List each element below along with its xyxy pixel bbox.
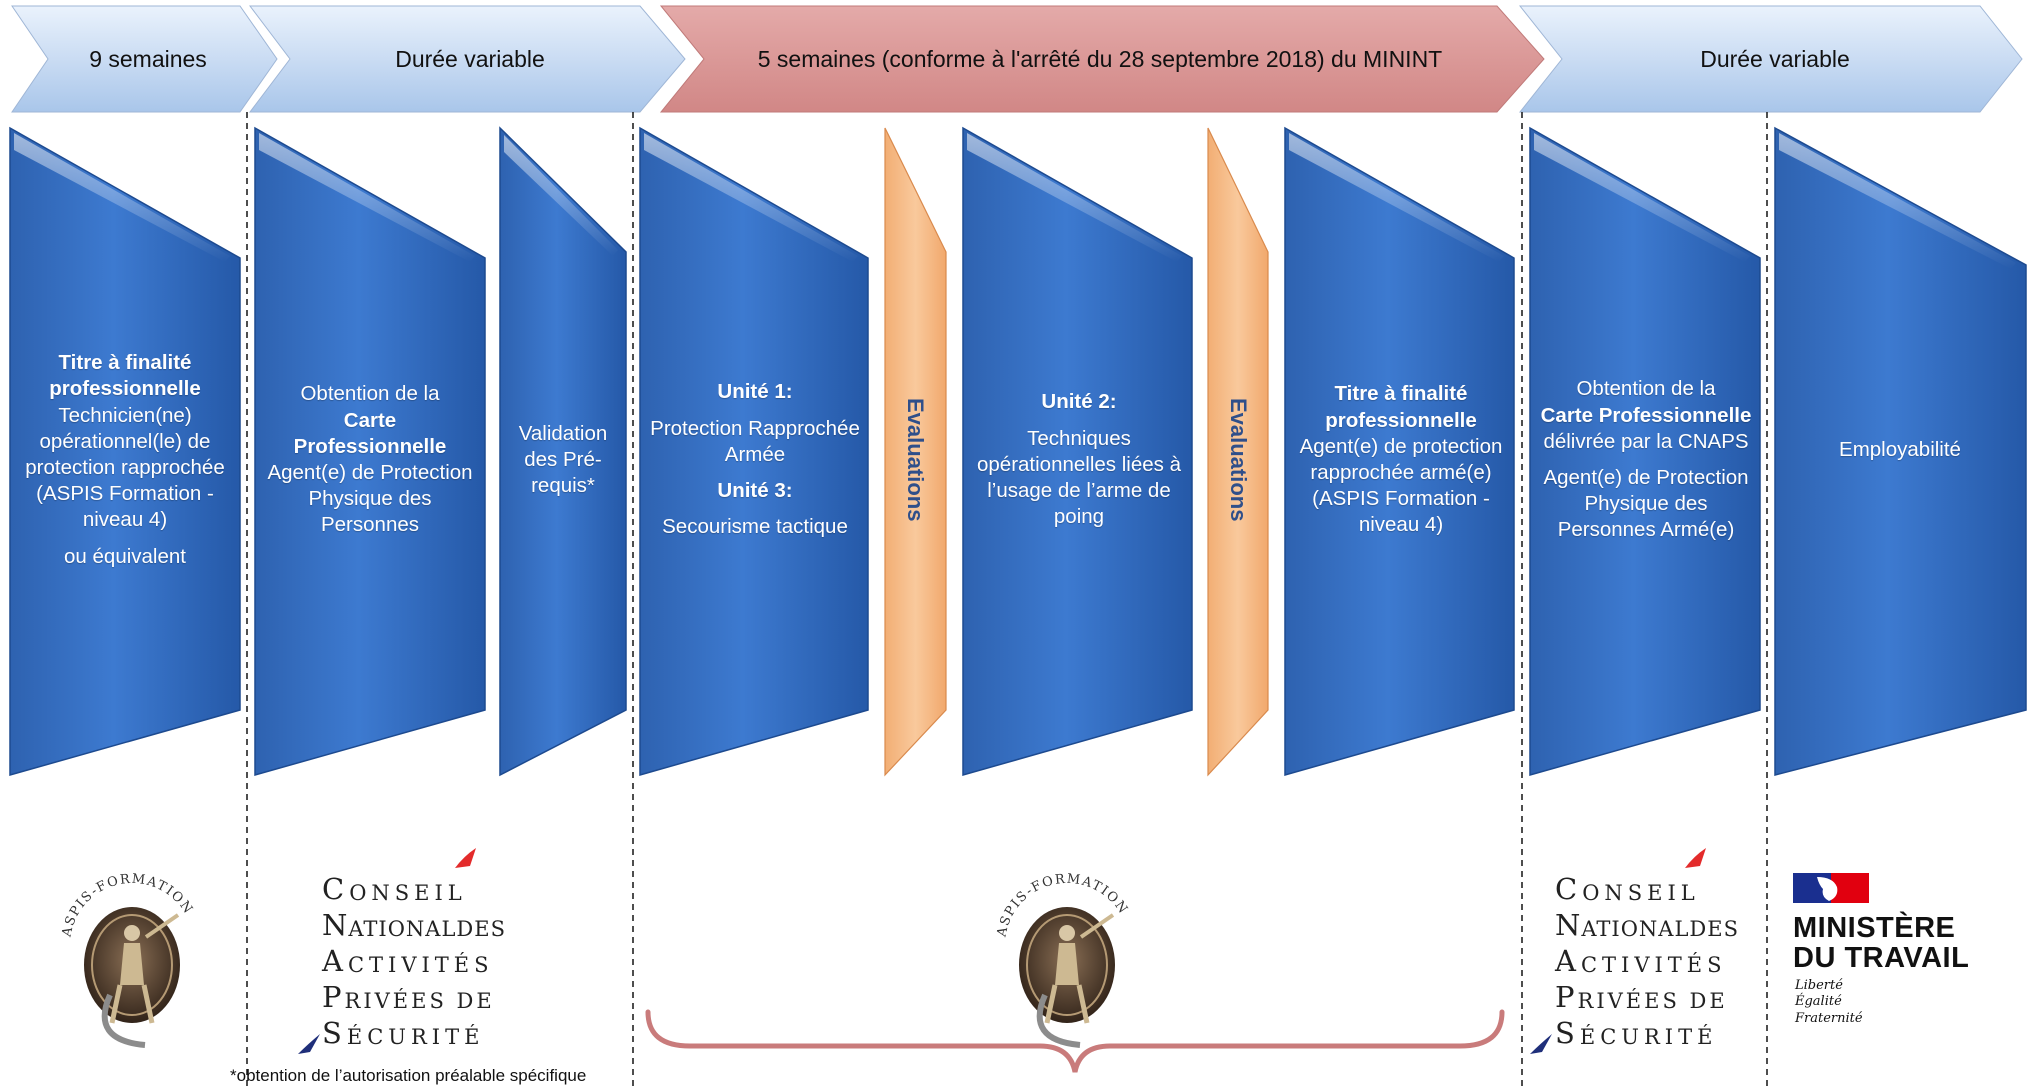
step-shine-employabilite [1779,133,2016,269]
header-chevrons [11,5,2023,113]
cnaps-2-l1-initial: C [1555,872,1583,906]
step-carte-arme-bold: Carte Professionnelle [1540,403,1752,427]
header-label-4: Durée variable [1700,45,1850,72]
step-titre-tech-extra: ou équivalent [64,544,186,568]
step-titre-arme: Titre à finalité professionnelle Agent(e… [1295,250,1507,670]
step-carte-arme-mid: délivrée par la CNAPS [1543,429,1749,453]
cnaps-logo-2-stroke-blue [1530,1034,1552,1054]
ministere-motto: Liberté Égalité Fraternité [1795,978,1863,1027]
step-employabilite: Employabilité [1785,250,2015,650]
step-titre-tech-body: Technicien(ne) opérationnel(le) de prote… [25,403,225,532]
header-chevron-4 [1518,5,2023,113]
step-shape-validation [499,126,627,777]
step-carte-app: Obtention de la Carte Professionnelle Ag… [265,250,475,670]
step-shape-carte-arme [1529,126,1761,776]
cnaps-logo-1-stroke-red [455,848,476,868]
step-titre-tech-bold: Titre à finalité professionnelle [49,351,201,401]
cnaps-1-l2-initial: N [322,908,349,942]
cnaps-1-l5-initial: S [322,1016,347,1050]
marianne-flag-icon [1793,873,1869,903]
step-titre-arme-bold: Titre à finalité professionnelle [1325,382,1477,432]
motto-fraternite: Fraternité [1795,1010,1863,1026]
step-carte-arme: Obtention de la Carte Professionnelle dé… [1540,250,1752,670]
cnaps-2-l2-rest: ATIONALDES [1581,917,1739,941]
cnaps-1-l4-initial: P [322,980,345,1014]
step-validation-body: Validation des Pré-requis* [518,421,608,498]
step-carte-app-pre: Obtention de la [300,382,440,406]
header-label-1: 9 semaines [89,45,207,72]
header-label-3: 5 semaines (conforme à l'arrêté du 28 se… [757,45,1443,72]
step-shape-unites-1-3 [639,126,869,776]
step-shape-eval-1 [884,127,947,777]
step-shine-titre-arme [1289,133,1504,262]
step-shape-employabilite [1774,126,2027,776]
step-unite-1-title: Unité 1: [717,380,793,404]
header-chevron-1 [11,5,278,113]
cnaps-logo-2-stroke-red [1685,848,1706,868]
step-shape-eval-2 [1207,127,1269,777]
step-shine-unite-2 [967,133,1182,262]
step-carte-app-bold: Carte Professionnelle [293,408,447,458]
cnaps-2-l3-initial: A [1555,944,1581,978]
step-carte-arme-body: Agent(e) de Protection Physique des Pers… [1543,466,1749,542]
cnaps-2-l4-initial: P [1555,980,1578,1014]
step-shape-titre-arme [1284,126,1515,776]
cnaps-1-l1-rest: ONSEIL [349,881,467,905]
step-shape-titre-tech [9,126,241,776]
step-unite-2-title: Unité 2: [1041,390,1117,414]
step-carte-app-body: Agent(e) de Protection Physique des Pers… [267,461,473,537]
ministere-line-2: DU TRAVAIL [1793,942,1970,974]
cnaps-2-l3-rest: CTIVITÉS [1580,953,1727,977]
step-eval-2: Evaluations [1226,398,1251,522]
step-shape-carte-app [254,126,486,776]
step-shine-validation [504,135,618,256]
step-validation: Validation des Pré-requis* [506,250,620,670]
cnaps-2-l2-initial: N [1555,908,1582,942]
step-shine-carte-app [259,133,475,262]
header-chevron-3 [659,5,1545,113]
cnaps-logo-1-stroke-blue [298,1034,320,1054]
step-unite-2: Unité 2: Techniques opérationnelles liée… [973,250,1185,670]
step-shape-unite-2 [962,126,1193,776]
motto-liberte: Liberté [1795,978,1843,993]
step-shine-titre-tech [14,133,230,262]
step-unites-1-3: Unité 1: Protection Rapprochée Armée Uni… [650,250,860,670]
curly-brace [645,1009,1505,1073]
cnaps-2-l1-rest: ONSEIL [1582,881,1700,905]
step-titre-tech: Titre à finalité professionnelle Technic… [20,250,230,670]
step-shine-carte-arme [1534,133,1750,262]
aspis-logo-2: ASPIS-FORMATION [994,872,1129,1048]
step-unite-3-title: Unité 3: [717,479,793,503]
header-chevron-2 [248,5,686,113]
step-carte-arme-pre: Obtention de la [1576,377,1716,401]
step-titre-arme-body: Agent(e) de protection rapprochée armé(e… [1299,434,1503,537]
cnaps-1-l2-rest: ATIONALDES [348,917,506,941]
cnaps-1-l4-rest: RIVÉES DE [344,989,495,1013]
footnote: *obtention de l’autorisation préalable s… [230,1066,587,1085]
header-label-2: Durée variable [395,45,545,72]
cnaps-2-l5-rest: ÉCURITÉ [1579,1025,1718,1049]
step-unite-2-body: Techniques opérationnelles liées à l’usa… [977,426,1181,529]
cnaps-1-l3-rest: CTIVITÉS [347,953,494,977]
motto-egalite: Égalité [1795,994,1842,1010]
step-employabilite-body: Employabilité [1839,437,1961,461]
cnaps-1-l5-rest: ÉCURITÉ [346,1025,485,1049]
cnaps-2-l4-rest: RIVÉES DE [1577,989,1728,1013]
cnaps-1-l1-initial: C [322,872,350,906]
step-shine-unites-1-3 [644,133,858,262]
ministere-line-1: MINISTÈRE [1793,912,1956,944]
cnaps-1-l3-initial: A [322,944,348,978]
step-unite-1-body: Protection Rapprochée Armée [650,416,860,466]
aspis-logo-1: ASPIS-FORMATION [59,872,194,1048]
step-eval-1: Evaluations [903,398,928,522]
step-unite-3-body: Secourisme tactique [662,515,848,539]
cnaps-2-l5-initial: S [1555,1016,1580,1050]
